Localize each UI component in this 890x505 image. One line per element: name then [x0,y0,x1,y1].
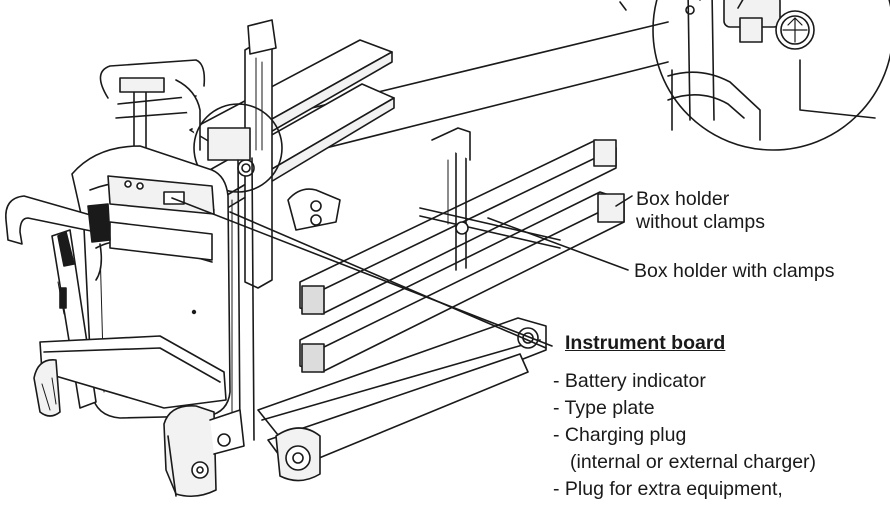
side-plate [287,188,341,231]
magnifier-pointer-lower [277,61,669,161]
instrument-item-charging-plug-note: (internal or external charger) [570,451,817,473]
magnifier-tick [619,1,627,11]
mast [237,157,255,441]
label-box-holder-with-clamps: Box holder with clamps [634,260,835,282]
instrument-item-type-plate: - Type plate [553,397,655,419]
label-instrument-board-title: Instrument board [565,332,726,354]
base-legs [257,317,547,482]
label-box-holder-without-clamps: Box holder without clamps [636,188,765,234]
leader-instrument-board-2 [229,211,547,349]
instrument-item-battery-indicator: - Battery indicator [553,370,706,392]
leader-instrument-board [171,197,553,347]
box-holder-with-clamps [299,127,625,373]
label-line-1: Box holder [636,188,730,210]
instrument-item-charging-plug: - Charging plug [553,424,687,446]
left-wheels [33,335,245,498]
instrument-item-plug-extra-equipment: - Plug for extra equipment, [553,478,783,500]
detail-magnifier [652,0,890,151]
leader-box-holder-no-clamps [615,195,633,207]
label-line-2: without clamps [636,211,765,233]
leader-box-holder-with-clamps [487,217,629,271]
